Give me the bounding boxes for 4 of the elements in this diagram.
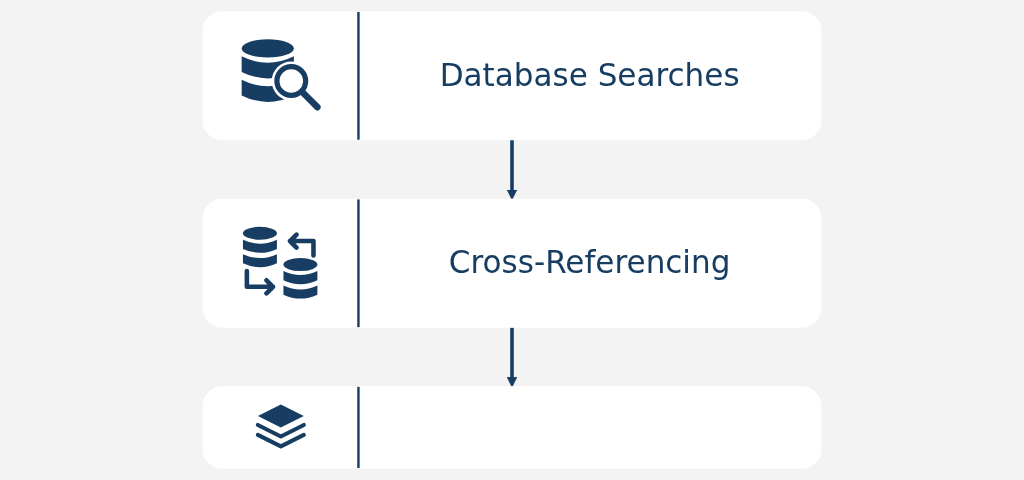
arrow <box>506 327 518 388</box>
step-title: Cross-Referencing <box>448 243 731 283</box>
step-title: Database Searches <box>439 56 740 96</box>
arrow <box>506 139 518 200</box>
